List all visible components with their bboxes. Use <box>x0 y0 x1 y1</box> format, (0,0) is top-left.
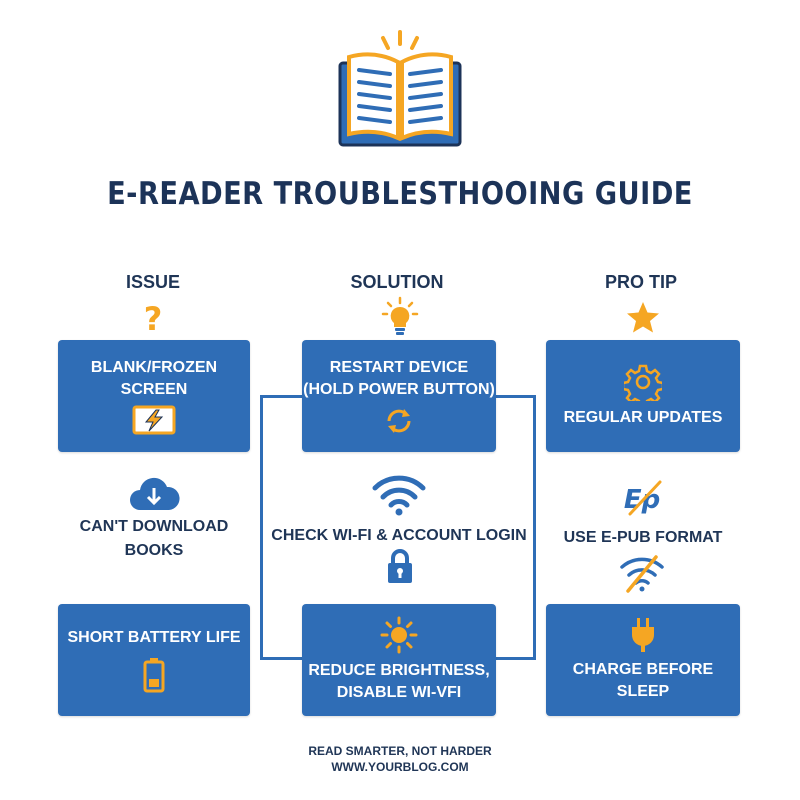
epub-icon: Ep <box>620 478 668 518</box>
lightbulb-icon <box>380 296 420 338</box>
solution-box-restart: RESTART DEVICE (HOLD POWER BUTTON) <box>302 340 496 452</box>
cloud-download-icon <box>128 474 180 514</box>
no-wifi-icon <box>618 553 666 593</box>
solution-label-restart-line2: (HOLD POWER BUTTON) <box>303 381 495 398</box>
svg-text:?: ? <box>144 300 163 334</box>
tip-box-charge: CHARGE BEFORE SLEEP <box>546 604 740 716</box>
footer-tagline: READ SMARTER, NOT HARDER <box>308 744 492 758</box>
lightning-screen-icon <box>132 405 176 435</box>
solution-label-brightness-line1: REDUCE BRIGHTNESS, <box>308 662 490 679</box>
refresh-icon <box>384 407 414 435</box>
tip-box-updates: REGULAR UPDATES <box>546 340 740 452</box>
tip-label-epub: USE E-PUB FORMAT <box>563 529 723 546</box>
battery-icon <box>143 657 165 693</box>
star-icon <box>626 300 660 334</box>
connector-right-bottom <box>496 657 536 660</box>
tip-label-updates: REGULAR UPDATES <box>563 409 723 426</box>
open-book-icon <box>335 30 465 150</box>
solution-label-brightness-line2: DISABLE WI-VFI <box>336 684 462 701</box>
footer-url[interactable]: WWW.YOURBLOG.COM <box>331 760 469 774</box>
solution-box-brightness: REDUCE BRIGHTNESS, DISABLE WI-VFI <box>302 604 496 716</box>
connector-right-top <box>496 395 536 398</box>
issue-box-battery: SHORT BATTERY LIFE <box>58 604 250 716</box>
column-header-pro-tip: PRO TIP <box>604 272 677 292</box>
connector-left-vertical <box>260 395 263 660</box>
issue-box-blank-screen: BLANK/FROZEN SCREEN <box>58 340 250 452</box>
page-title: E-READER TROUBLESTHOOING GUIDE <box>107 176 693 212</box>
connector-left-bottom <box>260 657 302 660</box>
sun-icon <box>380 616 418 654</box>
question-mark-icon: ? <box>141 300 165 334</box>
tip-label-charge: CHARGE BEFORE SLEEP <box>572 661 714 700</box>
issue-label-cant-download: CAN'T DOWNLOAD BOOKS <box>79 518 229 559</box>
connector-right-vertical <box>533 395 536 660</box>
column-header-solution: SOLUTION <box>350 272 444 292</box>
connector-left-top <box>260 395 302 398</box>
solution-label-restart-line1: RESTART DEVICE <box>329 359 469 376</box>
issue-label-blank-screen: BLANK/FROZEN SCREEN <box>90 359 218 398</box>
lock-icon <box>386 548 414 584</box>
wifi-icon <box>371 472 427 516</box>
solution-label-wifi: CHECK WI-FI & ACCOUNT LOGIN <box>271 527 527 544</box>
column-header-issue: ISSUE <box>125 272 181 292</box>
plug-icon <box>628 617 658 653</box>
issue-label-battery: SHORT BATTERY LIFE <box>67 629 241 646</box>
gear-icon <box>624 363 662 401</box>
